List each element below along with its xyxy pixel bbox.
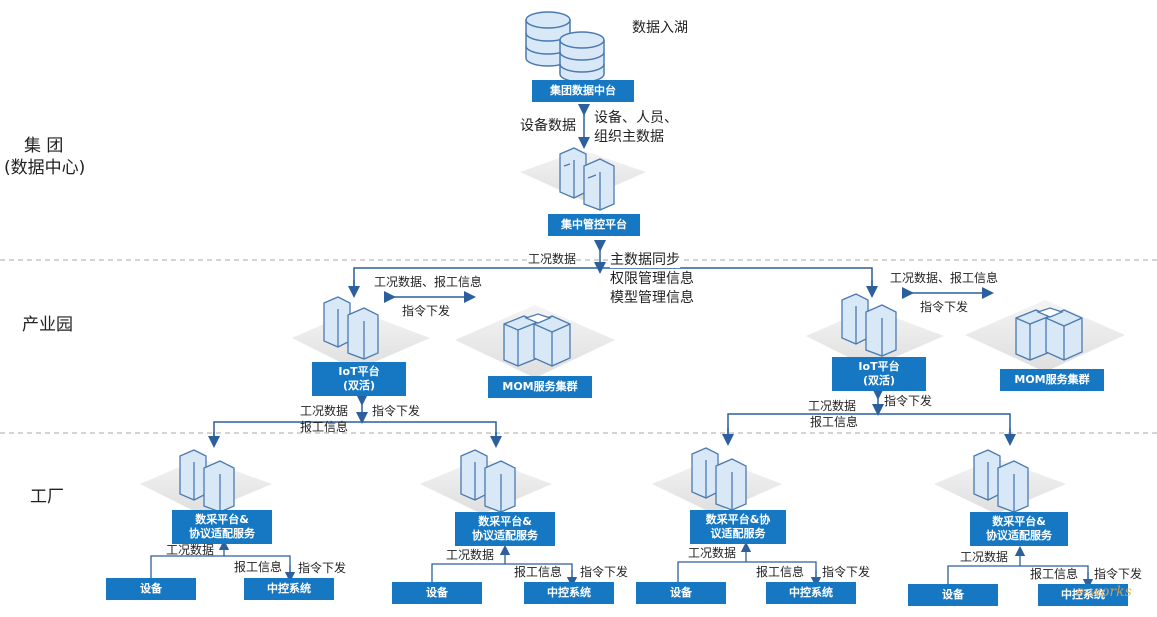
server-icon [460, 449, 516, 513]
factory-2-report-label: 报工信息 [514, 565, 563, 579]
factory-2-cmd-label: 指令下发 [580, 565, 629, 579]
factory-1-control-box: 中控系统 [244, 578, 334, 600]
factory-2-working-label: 工况数据 [446, 548, 495, 562]
factory-3-cmd-label: 指令下发 [822, 565, 871, 579]
server-icon [323, 296, 379, 360]
park-right-down-label: 指令下发 [920, 300, 969, 314]
factory-2-device-box: 设备 [392, 582, 482, 604]
master-data-label-2: 组织主数据 [594, 129, 664, 145]
park-right-report-label: 报工信息 [810, 415, 859, 429]
server-icon [973, 449, 1029, 513]
device-data-label: 设备数据 [520, 118, 576, 134]
server-icon [179, 449, 235, 513]
factory-4-cmd-label: 指令下发 [1094, 567, 1143, 581]
tier-label-park: 产业园 [22, 315, 73, 335]
cube-cluster-icon [1015, 307, 1083, 361]
central-control-platform-box: 集中管控平台 [548, 214, 640, 236]
mom-cluster-left-box: MOM服务集群 [488, 376, 592, 398]
factory-3-device-box: 设备 [636, 582, 726, 604]
factory-4-control-box: 中控系统 [1038, 584, 1128, 606]
factory-3-control-box: 中控系统 [766, 582, 856, 604]
working-data-label: 工况数据 [528, 252, 577, 267]
park-left-down-label: 指令下发 [402, 304, 451, 318]
sync-label-1: 主数据同步 [610, 252, 680, 269]
factory-3-report-label: 报工信息 [756, 565, 805, 579]
park-left-up-label: 工况数据、报工信息 [374, 275, 483, 289]
factory-1-working-label: 工况数据 [166, 543, 215, 557]
factory-2-platform-box: 数采平台& 协议适配服务 [455, 512, 555, 546]
server-icon [691, 447, 747, 511]
database-icon [525, 11, 605, 82]
data-lake-label: 数据入湖 [632, 20, 688, 36]
factory-4-report-label: 报工信息 [1030, 567, 1079, 581]
park-left-working-label: 工况数据 [300, 404, 349, 418]
park-left-report-label: 报工信息 [300, 420, 349, 434]
factory-3-platform-box: 数采平台&协 议适配服务 [690, 510, 786, 544]
factory-1-platform-box: 数采平台& 协议适配服务 [172, 510, 272, 544]
mom-cluster-right-box: MOM服务集群 [1000, 369, 1104, 391]
factory-4-platform-box: 数采平台& 协议适配服务 [970, 512, 1068, 546]
server-icon [559, 147, 615, 211]
factory-1-cmd-label: 指令下发 [298, 561, 347, 575]
cube-cluster-icon [503, 313, 571, 367]
park-right-up-label: 工况数据、报工信息 [890, 271, 999, 285]
server-icon [841, 293, 897, 357]
tier-label-group: 集 团 [24, 136, 64, 156]
park-right-cmd-label: 指令下发 [884, 394, 933, 408]
sync-label-3: 模型管理信息 [610, 290, 694, 306]
watermark: e-works [1076, 584, 1132, 600]
park-left-cmd-label: 指令下发 [372, 404, 421, 418]
factory-4-working-label: 工况数据 [960, 550, 1009, 564]
iot-platform-right-box: IoT平台 (双活) [832, 357, 926, 391]
master-data-label: 设备、人员、 [594, 110, 678, 126]
group-data-platform-box: 集团数据中台 [532, 80, 634, 102]
tier-label-group-sub: (数据中心) [4, 158, 86, 178]
factory-3-working-label: 工况数据 [688, 546, 737, 560]
park-right-working-label: 工况数据 [808, 399, 857, 413]
iot-platform-left-box: IoT平台 (双活) [312, 362, 406, 396]
factory-1-report-label: 报工信息 [234, 560, 283, 574]
tier-label-factory: 工厂 [30, 487, 64, 507]
factory-2-control-box: 中控系统 [524, 582, 614, 604]
factory-1-device-box: 设备 [106, 578, 196, 600]
factory-4-device-box: 设备 [908, 584, 998, 606]
sync-label-2: 权限管理信息 [610, 271, 694, 287]
